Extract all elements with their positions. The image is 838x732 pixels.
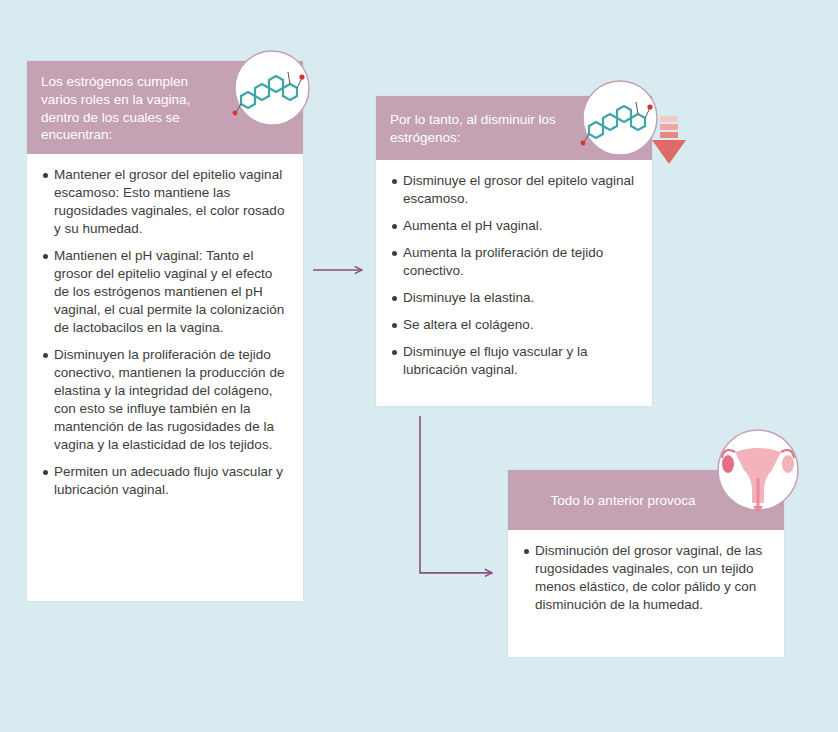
header-band: Por lo tanto, al disminuir los estrógeno… xyxy=(376,96,652,160)
header-band: Los estrógenos cumplen varios roles en l… xyxy=(27,61,303,154)
bullet-text: Aumenta el pH vaginal. xyxy=(392,217,636,235)
bullet-text: Disminuye la elastina. xyxy=(392,289,636,307)
box-heading: Todo lo anterior provoca xyxy=(551,492,696,510)
bullet-text: Se altera el colágeno. xyxy=(392,316,636,334)
text-box: Los estrógenos cumplen varios roles en l… xyxy=(27,61,303,601)
bullet-text: Disminuyen la proliferación de tejido co… xyxy=(43,346,287,454)
text-box: Todo lo anterior provocaDisminución del … xyxy=(508,470,784,657)
bullet-text: Aumenta la proliferación de tejido conec… xyxy=(392,244,636,280)
box-heading: Los estrógenos cumplen varios roles en l… xyxy=(41,73,215,144)
box-body: Mantener el grosor del epitelio vaginal … xyxy=(27,154,303,519)
flow-arrow xyxy=(420,416,492,573)
bullet-text: Mantienen el pH vaginal: Tanto el grosor… xyxy=(43,247,287,337)
down-arrow-icon xyxy=(652,116,686,164)
bullet-text: Mantener el grosor del epitelio vaginal … xyxy=(43,166,287,238)
box-body: Disminución del grosor vaginal, de las r… xyxy=(508,530,784,635)
flow-arrow xyxy=(313,269,362,271)
box-body: Disminuye el grosor del epitelo vaginal … xyxy=(376,160,652,400)
bullet-text: Disminuye el grosor del epitelo vaginal … xyxy=(392,172,636,208)
text-box: Por lo tanto, al disminuir los estrógeno… xyxy=(376,96,652,406)
bullet-text: Permiten un adecuado flujo vascular y lu… xyxy=(43,463,287,499)
bullet-text: Disminuye el flujo vascular y la lubrica… xyxy=(392,343,636,379)
box-heading: Por lo tanto, al disminuir los estrógeno… xyxy=(390,111,556,147)
header-band: Todo lo anterior provoca xyxy=(508,470,784,530)
bullet-text: Disminución del grosor vaginal, de las r… xyxy=(524,542,768,614)
